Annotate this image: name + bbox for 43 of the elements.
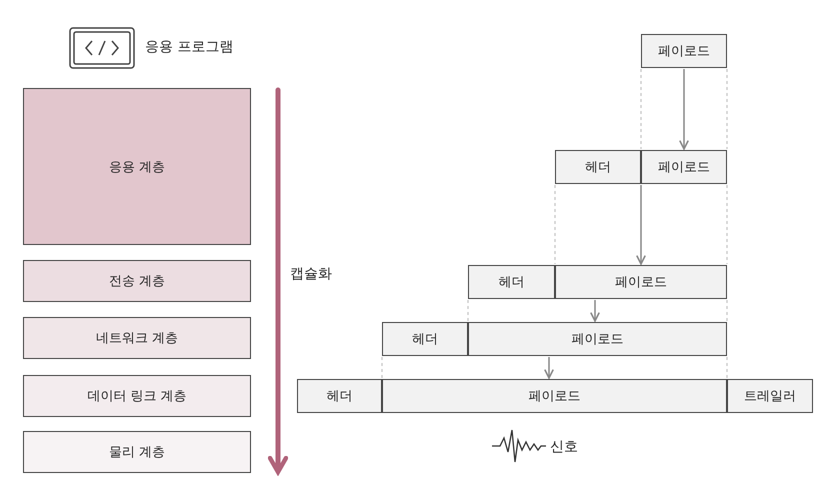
cell-text: 페이로드	[572, 331, 624, 348]
cell-text: 헤더	[585, 159, 611, 176]
guide-line	[726, 300, 728, 322]
header-cell	[468, 265, 555, 299]
layer-box	[23, 317, 251, 359]
cell-text: 물리 계층	[108, 444, 166, 461]
cell-text: 헤더	[498, 274, 524, 291]
arrow	[544, 357, 554, 379]
guide-line	[640, 68, 642, 150]
arrow	[590, 300, 600, 322]
cell-text: 전송 계층	[108, 273, 166, 290]
layer-box	[23, 260, 251, 302]
cell-text: 헤더	[412, 331, 438, 348]
trailer-cell	[727, 379, 813, 413]
arrow	[679, 69, 689, 150]
arrow	[636, 185, 646, 265]
signal-label: 신호	[550, 438, 578, 456]
cell-text: 네트워크 계층	[96, 330, 178, 347]
cell-text: 헤더	[326, 388, 352, 405]
cell-text: 트레일러	[744, 388, 796, 405]
cell-text: 응용 계층	[108, 158, 166, 176]
cell-text: 페이로드	[658, 159, 710, 176]
guide-line	[726, 68, 728, 150]
payload-cell	[555, 265, 727, 299]
app-program-label: 응용 프로그램	[145, 38, 234, 56]
cell-text: 페이로드	[528, 388, 580, 405]
guide-line	[554, 184, 556, 264]
payload-cell	[641, 150, 727, 184]
payload-cell	[641, 34, 727, 68]
layer-box	[23, 88, 251, 245]
payload-cell	[468, 322, 727, 356]
layer-box	[23, 375, 251, 417]
cell-text: 페이로드	[658, 43, 710, 60]
payload-cell	[382, 379, 727, 413]
header-cell	[297, 379, 382, 413]
cell-text: 페이로드	[615, 274, 667, 291]
guide-line	[726, 356, 728, 378]
header-cell	[382, 322, 468, 356]
header-cell	[555, 150, 641, 184]
cell-text: 데이터 링크 계층	[87, 388, 187, 405]
layer-box	[23, 431, 251, 473]
encapsulation-label: 캡슐화	[290, 265, 332, 283]
guide-line	[726, 184, 728, 264]
